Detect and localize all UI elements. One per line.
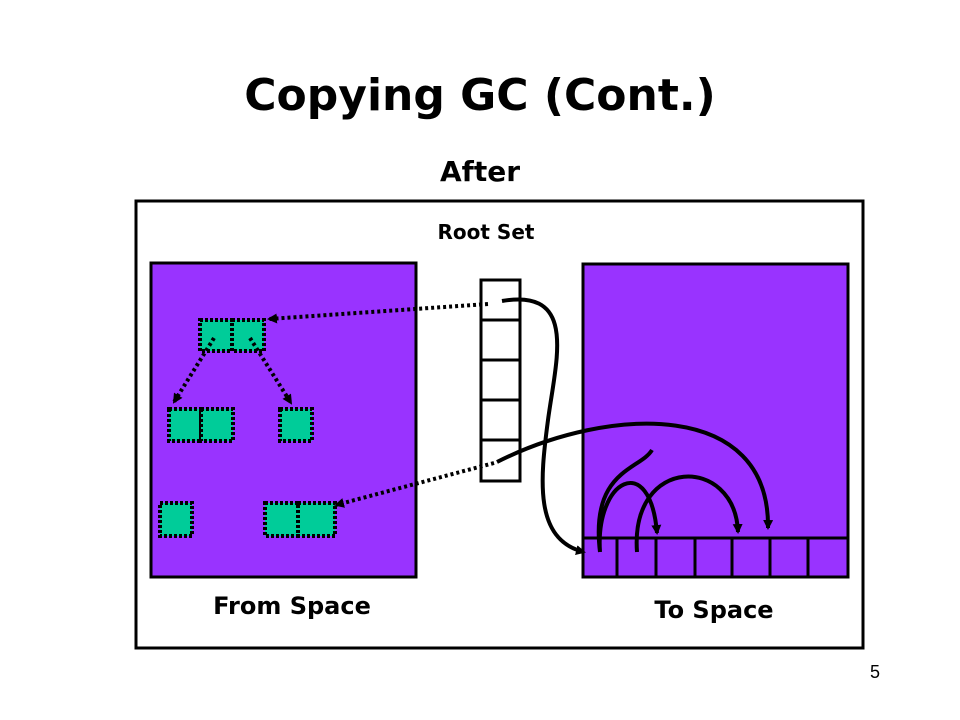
object-mid-left-a bbox=[167, 407, 203, 443]
object-mid-left-b bbox=[199, 407, 235, 443]
to-space-copied-row bbox=[583, 536, 848, 577]
object-bottom-right-b bbox=[296, 501, 337, 538]
pointer-top-to-mid-left bbox=[172, 336, 216, 404]
object-bottom-left bbox=[158, 501, 194, 538]
new-pointer-copied-1 bbox=[596, 448, 657, 553]
pointer-top-to-mid-right bbox=[248, 336, 293, 405]
slide-title: Copying GC (Cont.) bbox=[244, 70, 716, 121]
new-pointers bbox=[496, 297, 774, 555]
to-space-label: To Space bbox=[654, 596, 773, 624]
page-number: 5 bbox=[869, 662, 880, 682]
object-top-right bbox=[230, 318, 266, 353]
from-space-pointers bbox=[172, 336, 293, 405]
root-set bbox=[479, 278, 522, 483]
object-top-left bbox=[198, 318, 234, 353]
old-pointer-root-to-top bbox=[267, 302, 489, 324]
new-pointer-root-slot-1 bbox=[501, 297, 586, 555]
to-space bbox=[581, 262, 850, 579]
diagram-subtitle: After bbox=[439, 155, 521, 188]
root-set-label: Root Set bbox=[438, 220, 535, 244]
object-bottom-right-a bbox=[263, 501, 300, 538]
object-mid-right bbox=[278, 407, 314, 443]
new-pointer-root-slot-5 bbox=[496, 421, 774, 530]
old-root-pointers bbox=[267, 302, 495, 508]
new-pointer-copied-2 bbox=[634, 474, 743, 553]
root-set-box bbox=[479, 278, 522, 483]
from-space-label: From Space bbox=[213, 592, 371, 620]
from-space-objects bbox=[158, 318, 337, 538]
